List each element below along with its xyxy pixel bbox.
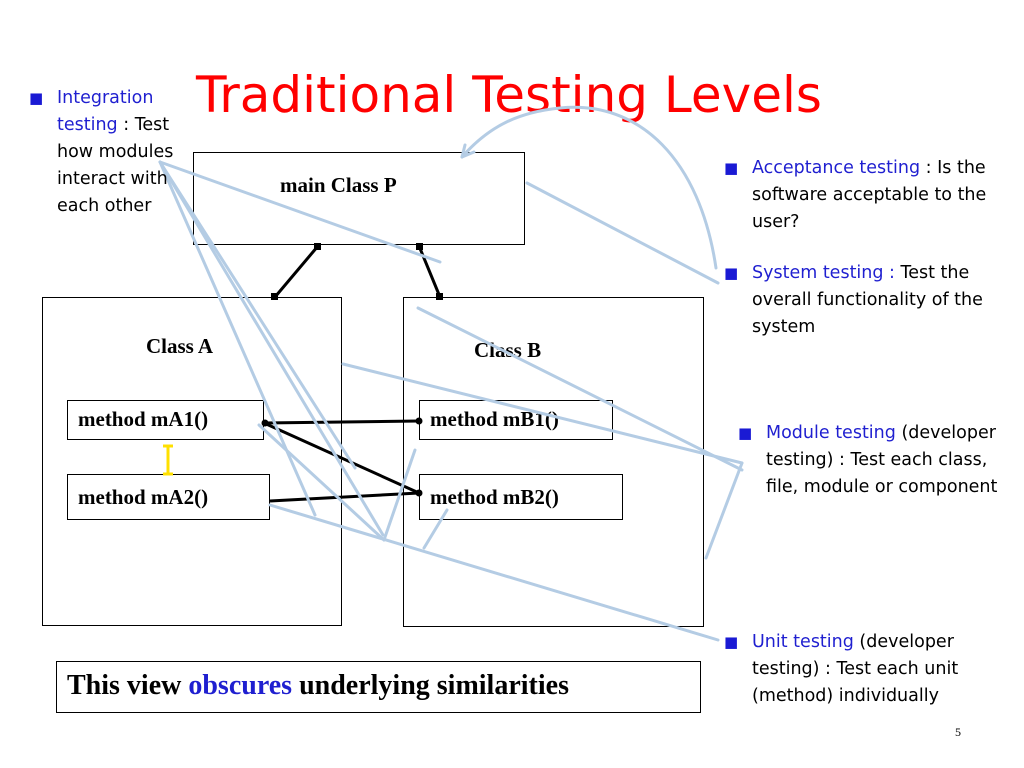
unit-callout-1 <box>257 423 386 542</box>
endpoint-mb2 <box>415 489 423 497</box>
unit-callout-3 <box>382 448 417 542</box>
bullet-square-icon: ■ <box>29 89 44 107</box>
unit-callout-2 <box>268 503 720 642</box>
integration-callout-2 <box>158 160 357 470</box>
statement-emphasis: obscures <box>188 670 293 701</box>
endpoint-p-b <box>416 243 423 250</box>
similarities-statement-box: This view obscures underlying similariti… <box>56 661 701 713</box>
system-testing-description: Test the overall functionality of the sy… <box>752 263 983 337</box>
system-testing-term: System testing : <box>752 263 895 283</box>
statement-prefix: This view <box>67 670 189 701</box>
callout-lines <box>158 105 744 642</box>
call-ma2-mb2 <box>269 491 420 503</box>
module-testing-term: Module testing <box>766 423 896 443</box>
endpoint-p-a <box>314 243 321 250</box>
system-callout <box>525 181 720 285</box>
integration-callout-4 <box>158 160 385 537</box>
class-a-label: Class A <box>146 334 214 358</box>
endpoint-b-top <box>436 293 443 300</box>
method-ma1: method mA1() <box>67 400 264 440</box>
unit-testing-term: Unit testing <box>752 632 854 652</box>
endpoint-mb1 <box>415 417 423 425</box>
method-mb2: method mB2() <box>419 474 623 520</box>
bullet-square-icon: ■ <box>738 424 753 442</box>
module-callout-1 <box>341 362 744 465</box>
association-endpoints <box>261 243 443 497</box>
class-b-box <box>403 297 704 627</box>
slide-title: Traditional Testing Levels <box>196 66 822 124</box>
method-ma2: method mA2() <box>67 474 270 520</box>
intra-class-link <box>163 444 173 476</box>
call-ma1-mb2 <box>263 421 420 495</box>
page-number: 5 <box>955 725 961 739</box>
unit-testing-bullet: ■ Unit testing (developer testing) : Tes… <box>724 629 1008 710</box>
integration-callout-3 <box>158 160 442 264</box>
bullet-square-icon: ■ <box>724 633 739 651</box>
module-testing-description: (developer testing) : Test each class, f… <box>766 423 998 497</box>
unit-testing-description: (developer testing) : Test each unit (me… <box>752 632 959 706</box>
bullet-square-icon: ■ <box>724 159 739 177</box>
integration-testing-description: : Test how modules interact with each ot… <box>57 115 174 216</box>
statement-suffix: underlying similarities <box>292 670 569 701</box>
integration-testing-bullet: ■ Integration testing : Test how modules… <box>29 85 197 220</box>
acceptance-testing-bullet: ■ Acceptance testing : Is the software a… <box>724 155 1012 236</box>
module-testing-bullet: ■ Module testing (developer testing) : T… <box>738 420 1022 501</box>
integration-callout-1 <box>158 160 317 517</box>
association-p-a <box>273 245 320 298</box>
endpoint-ma1 <box>261 419 269 427</box>
bullet-square-icon: ■ <box>724 264 739 282</box>
module-callout-2 <box>704 461 744 560</box>
system-testing-bullet: ■ System testing : Test the overall func… <box>724 260 1012 341</box>
acceptance-callout <box>460 105 718 270</box>
association-p-b <box>417 245 442 298</box>
acceptance-testing-term: Acceptance testing <box>752 158 921 178</box>
module-callout-3 <box>416 306 744 472</box>
endpoint-a-top <box>271 293 278 300</box>
main-class-p-label: main Class P <box>280 173 397 197</box>
main-class-p-box <box>193 152 525 245</box>
integration-testing-term: Integration testing <box>57 88 154 135</box>
unit-callout-4 <box>422 508 449 550</box>
acceptance-arrowhead <box>460 143 476 159</box>
call-ma1-mb1 <box>263 419 420 425</box>
acceptance-testing-description: : Is the software acceptable to the user… <box>752 158 987 232</box>
